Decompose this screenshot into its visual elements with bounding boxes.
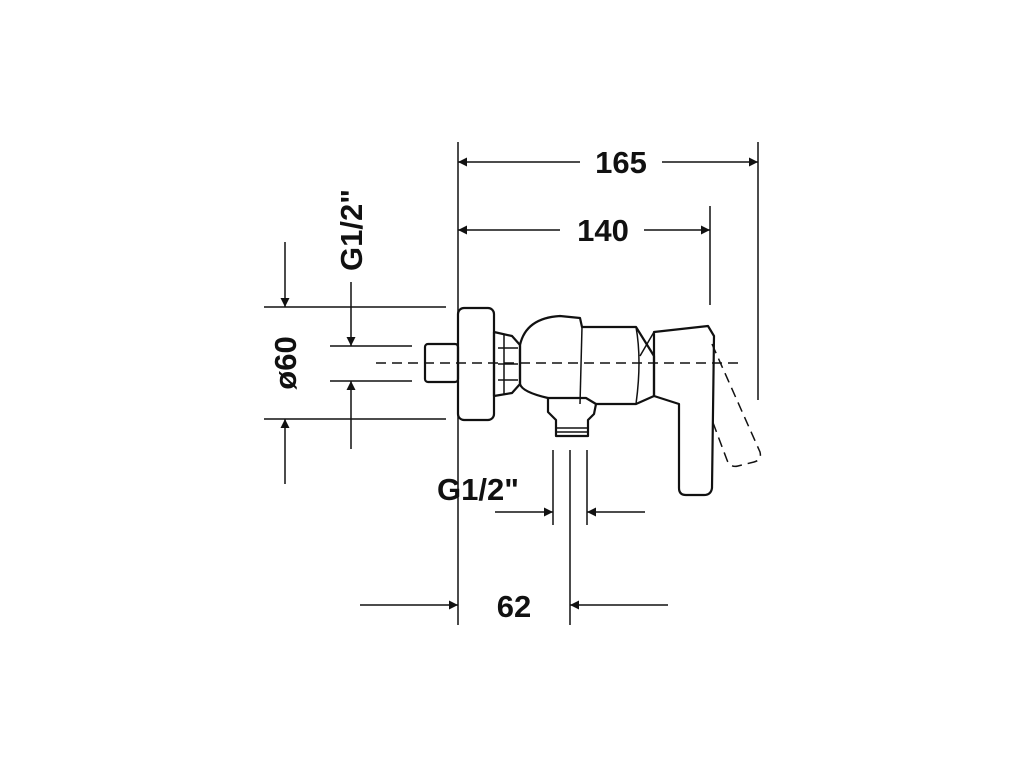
dimension-overall-width: 165 xyxy=(458,145,758,180)
dimension-rosette-diameter: ø60 xyxy=(268,242,303,484)
wall-rosette xyxy=(456,306,496,422)
extension-lines xyxy=(264,142,759,625)
lever-handle xyxy=(652,324,716,497)
dimension-outlet-thread: G1/2" xyxy=(437,472,645,517)
dim-label-140: 140 xyxy=(577,213,629,248)
dimension-inlet-thread: G1/2" xyxy=(334,189,369,449)
dim-label-165: 165 xyxy=(595,145,647,180)
dim-label-inlet-thread: G1/2" xyxy=(334,189,369,271)
dimension-body-width: 140 xyxy=(458,213,710,248)
dimension-wall-to-outlet: 62 xyxy=(360,589,668,624)
shower-mixer-outline xyxy=(423,306,762,497)
handle-alt-position-dashed xyxy=(711,343,762,468)
dim-label-outlet-thread: G1/2" xyxy=(437,472,519,507)
dim-label-rosette: ø60 xyxy=(268,336,303,389)
dim-label-62: 62 xyxy=(497,589,531,624)
mixer-body xyxy=(518,314,656,406)
outlet-spout xyxy=(546,396,598,438)
